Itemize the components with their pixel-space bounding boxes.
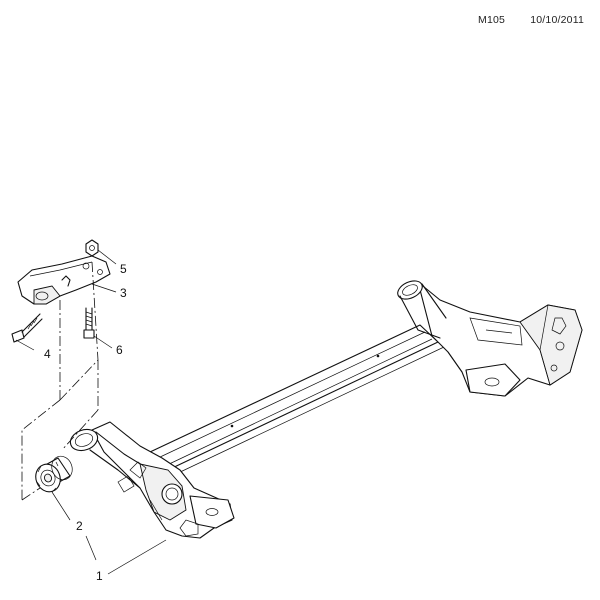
right-trailing-arm	[397, 280, 583, 397]
mounting-bracket-part-3	[17, 255, 111, 305]
callout-2: 2	[76, 519, 83, 533]
diagram-header: M105 10/10/2011	[456, 14, 584, 26]
callout-5: 5	[120, 262, 127, 276]
callout-4: 4	[44, 347, 51, 361]
left-trailing-arm	[69, 421, 235, 539]
diagram-date: 10/10/2011	[530, 14, 584, 26]
bushing-part-2	[35, 455, 73, 493]
bolt-part-4	[11, 313, 43, 343]
callout-6: 6	[116, 343, 123, 357]
bolt-part-6	[83, 307, 95, 339]
callout-3: 3	[120, 286, 127, 300]
callout-1: 1	[96, 569, 103, 583]
assembly-guide-lines	[21, 261, 99, 501]
leader-lines	[15, 249, 167, 575]
diagram-code: M105	[478, 14, 506, 26]
axle-beam	[149, 324, 445, 475]
nut-part-5	[85, 239, 99, 257]
